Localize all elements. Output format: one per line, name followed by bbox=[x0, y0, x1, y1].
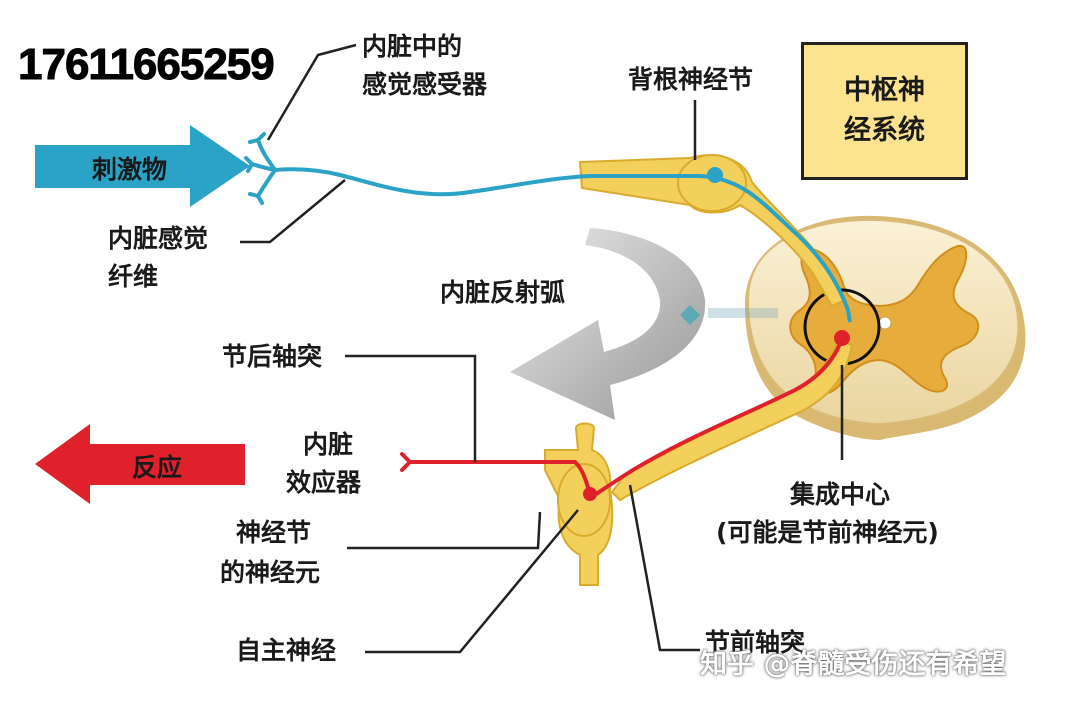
visceral-effector-label-2: 效应器 bbox=[286, 468, 362, 497]
dorsal-root-ganglion-label: 背根神经节 bbox=[628, 65, 754, 94]
visceral-sensory-fiber-label-2: 纤维 bbox=[108, 262, 159, 291]
visceral-reflex-arc-label: 内脏反射弧 bbox=[440, 278, 566, 307]
stimulus-label: 刺激物 bbox=[92, 155, 168, 184]
leader-lines bbox=[240, 43, 844, 654]
response-label: 反应 bbox=[132, 453, 183, 482]
stimulus-arrow bbox=[35, 125, 250, 207]
autonomic-nerve-label: 自主神经 bbox=[236, 636, 337, 665]
reflex-arc-arrow bbox=[510, 228, 706, 420]
motor-fiber bbox=[400, 330, 850, 501]
central-nervous-system-box: 中枢神 经系统 bbox=[801, 42, 968, 180]
integration-center-label: 集成中心 bbox=[790, 480, 891, 509]
cns-line-1: 中枢神 bbox=[844, 75, 925, 106]
logo-mark bbox=[680, 305, 778, 325]
integration-center-note: (可能是节前神经元) bbox=[716, 518, 939, 547]
watermark: 知乎 @脊髓受伤还有希望 bbox=[700, 649, 1007, 680]
visceral-receptor-label-2: 感觉感受器 bbox=[362, 70, 488, 99]
visceral-effector-label-1: 内脏 bbox=[303, 430, 354, 459]
visceral-receptor-label-1: 内脏中的 bbox=[362, 32, 463, 61]
preganglionic-axon-label: 节前轴突 bbox=[705, 628, 806, 657]
response-arrow bbox=[35, 424, 245, 504]
ganglion-neuron-label-1: 神经节 bbox=[236, 518, 312, 547]
cns-line-2: 经系统 bbox=[844, 115, 925, 146]
visceral-sensory-fiber-label-1: 内脏感觉 bbox=[108, 224, 209, 253]
phone-number: 17611665259 bbox=[18, 40, 276, 90]
sensory-fiber bbox=[244, 132, 852, 323]
ganglion-neuron-label-2: 的神经元 bbox=[220, 558, 321, 587]
postganglionic-axon-label: 节后轴突 bbox=[222, 342, 323, 371]
